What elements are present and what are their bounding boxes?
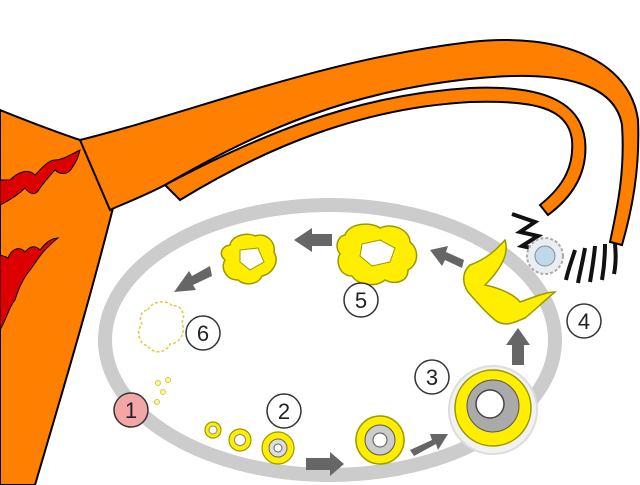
stage-label-2-circle [266, 393, 302, 429]
primordial-follicle-dot [155, 380, 161, 386]
stage-label-1-circle [113, 392, 149, 428]
stage-label-3-circle [414, 359, 450, 395]
stage-label-6-circle [185, 315, 221, 351]
fimbriae-left [511, 212, 544, 252]
stage-label-5: 5 [355, 288, 367, 313]
egg-nucleus [534, 245, 556, 267]
corpus-albicans-icon [137, 301, 185, 353]
stage-label-4-circle [566, 303, 602, 339]
primordial-follicle-dot [154, 399, 160, 405]
primordial-follicle-dot [160, 389, 166, 395]
corpus-luteum-core [359, 239, 396, 267]
follicle-oocyte [208, 425, 218, 435]
fimbriae-right [564, 243, 618, 284]
stage-label-5-circle [343, 282, 379, 318]
follicle-oocyte [475, 389, 505, 419]
uterus-lining-lower [0, 237, 60, 331]
fallopian-tube [78, 39, 640, 247]
ruptured-follicle-icon [463, 238, 558, 325]
stage-labels: 1 2 3 4 5 6 [113, 282, 602, 429]
primordial-follicle-dot [165, 377, 171, 383]
fallopian-tube-inner [163, 86, 587, 217]
stage-label-3: 3 [426, 365, 438, 390]
corpus-luteum-regressing-core [239, 247, 265, 271]
stage-label-1: 1 [125, 398, 137, 423]
stage-label-6: 6 [197, 321, 209, 346]
arrow-icon [174, 228, 530, 476]
follicle-oocyte [234, 434, 246, 446]
stage-label-2: 2 [278, 399, 290, 424]
follicle-oocyte [273, 443, 283, 453]
follicle-oocyte [372, 432, 388, 448]
uterus-lining-upper [0, 149, 81, 206]
stage-label-4: 4 [578, 309, 590, 334]
